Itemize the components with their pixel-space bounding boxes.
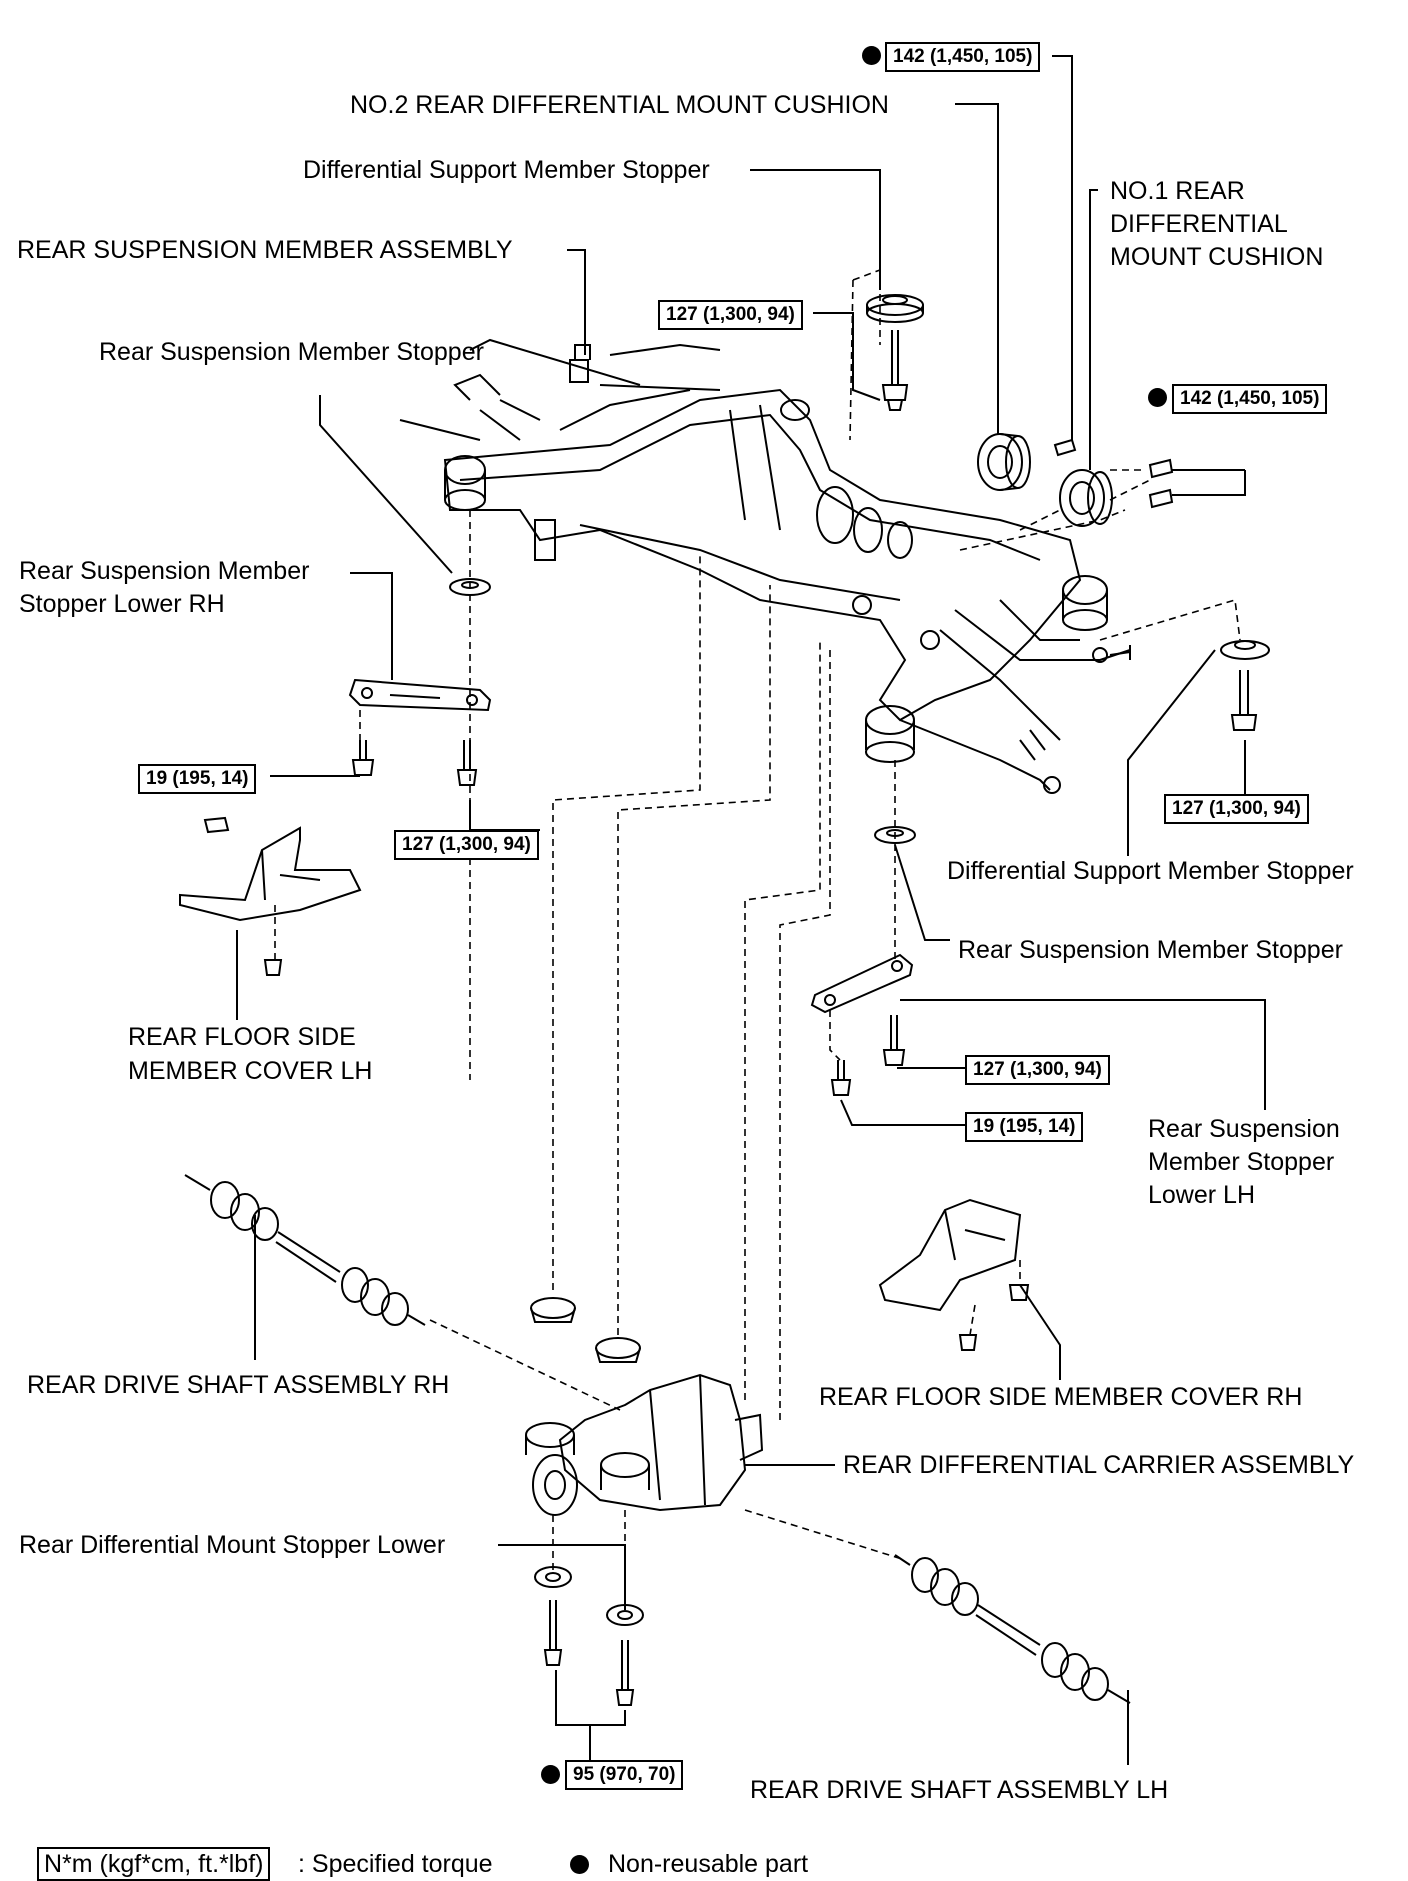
bolt-127-left [456,740,478,786]
label-drive-shaft-rh: REAR DRIVE SHAFT ASSEMBLY RH [27,1371,450,1399]
label-drive-shaft-lh: REAR DRIVE SHAFT ASSEMBLY LH [750,1776,1169,1804]
stopper-lower-lh-drawing [810,953,914,1014]
torque-box-19-left: 19 (195, 14) [138,764,257,794]
torque-box-127-lower-right: 127 (1,300, 94) [965,1055,1110,1085]
label-diff-carrier: REAR DIFFERENTIAL CARRIER ASSEMBLY [843,1451,1355,1479]
alignment-lines [274,269,1241,1605]
bolt-19-left [351,740,375,776]
label-no2-cushion: NO.2 REAR DIFFERENTIAL MOUNT CUSHION [350,91,889,119]
torque-box-127-right: 127 (1,300, 94) [1164,794,1309,824]
bolt-19-lower-right [830,1060,852,1096]
label-stopper-lower-rh: Rear Suspension Member Stopper Lower RH [19,557,310,618]
suspension-member-drawing [399,338,1131,794]
drive-shaft-lh-drawing [894,1554,1131,1704]
mount-cushions-drawing [530,1297,641,1363]
bolts-95 [543,1600,635,1706]
label-floor-cover-lh: REAR FLOOR SIDE MEMBER COVER LH [128,1023,373,1085]
legend-torque-desc: : Specified torque [298,1850,493,1878]
label-rear-stopper-left: Rear Suspension Member Stopper [99,338,484,366]
label-floor-cover-rh: REAR FLOOR SIDE MEMBER COVER RH [819,1383,1303,1411]
drive-shaft-rh-drawing [184,1174,426,1326]
label-rear-stopper-right: Rear Suspension Member Stopper [958,936,1343,964]
label-diff-stopper-right: Differential Support Member Stopper [947,857,1354,885]
legend-nonreusable-dot [570,1855,589,1874]
leader-lines [236,55,1266,1765]
no2-cushion-drawing [977,433,1031,491]
label-mount-stopper-lower: Rear Differential Mount Stopper Lower [19,1531,446,1559]
torque-box-127-top: 127 (1,300, 94) [658,300,803,330]
torque-box-top: 142 (1,450, 105) [885,42,1041,72]
floor-cover-lh-drawing [179,816,362,976]
label-no1-cushion: NO.1 REAR DIFFERENTIAL MOUNT CUSHION [1110,177,1324,271]
bolt-top-127 [881,330,909,411]
stopper-lower-rh-drawing [348,678,492,712]
label-stopper-lower-lh: Rear Suspension Member Stopper Lower LH [1148,1115,1340,1209]
mount-stopper-lower-drawing [534,1566,644,1626]
torque-box-95: 95 (970, 70) [565,1760,684,1790]
nonreusable-dot-bottom [541,1765,560,1784]
torque-box-19-lower-right: 19 (195, 14) [965,1112,1084,1142]
nonreusable-dot-top [862,46,881,65]
label-diff-stopper-top: Differential Support Member Stopper [303,156,710,184]
label-suspension-member: REAR SUSPENSION MEMBER ASSEMBLY [17,236,513,264]
diff-carrier-drawing [525,1373,764,1516]
legend-torque-unit: N*m (kgf*cm, ft.*lbf) [37,1847,271,1881]
legend-nonreusable-desc: Non-reusable part [608,1850,809,1878]
torque-box-127-left: 127 (1,300, 94) [394,830,539,860]
bolt-127-right [1230,670,1258,731]
bolts-142 [1053,438,1174,509]
bolt-127-lower-right [882,1015,906,1066]
no1-cushion-drawing [1059,469,1113,527]
torque-box-right: 142 (1,450, 105) [1172,384,1328,414]
floor-cover-rh-drawing [878,1198,1030,1351]
nonreusable-dot-right [1148,388,1167,407]
